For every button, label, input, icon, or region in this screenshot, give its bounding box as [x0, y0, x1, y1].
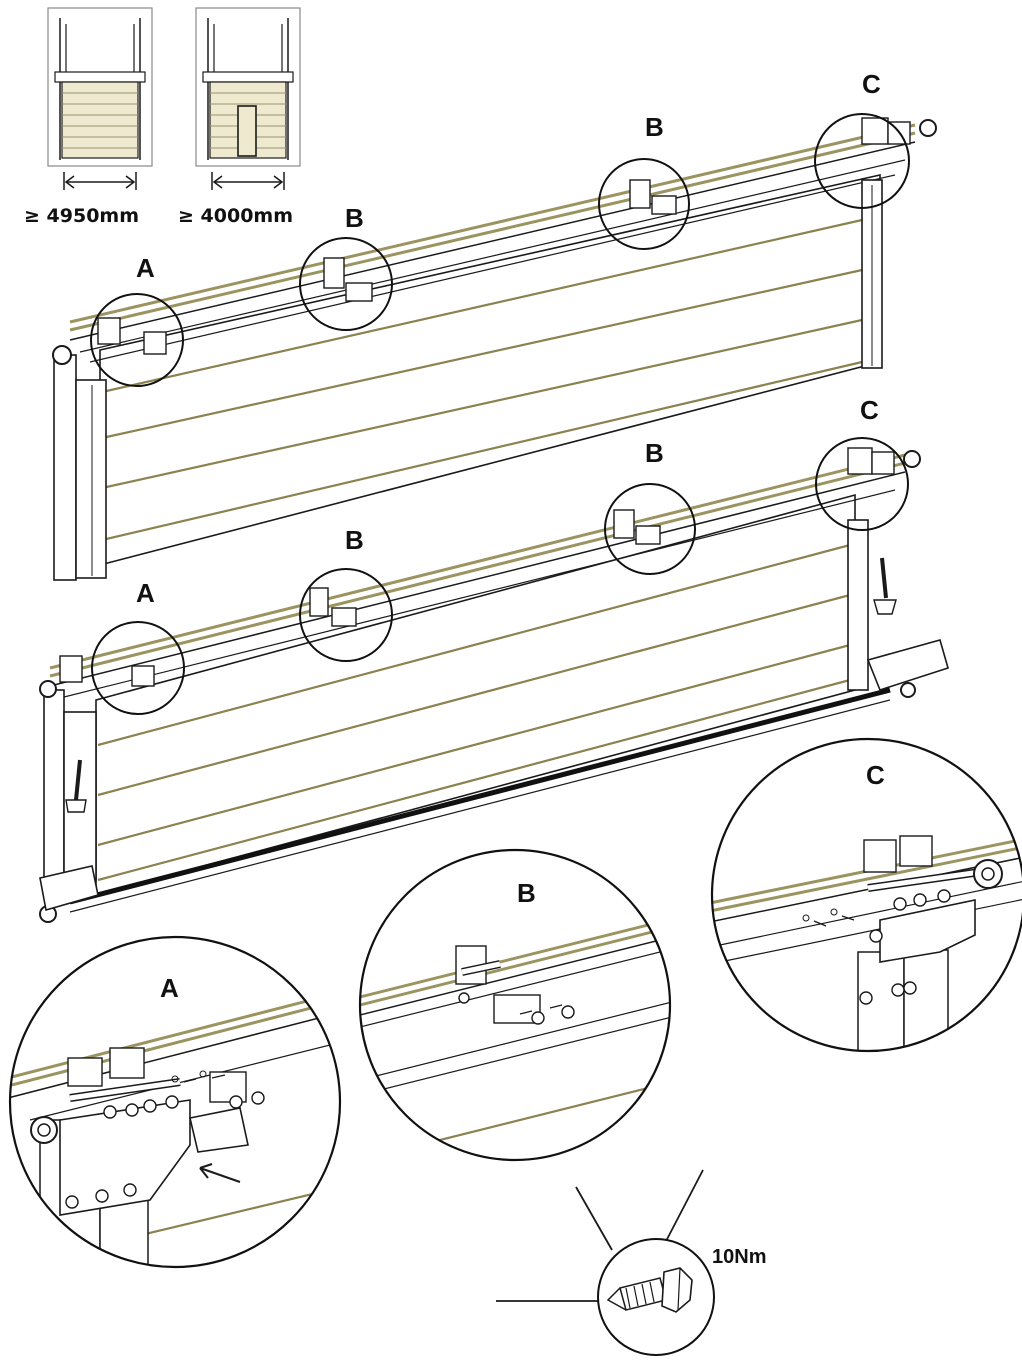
middle-zoom-circle-b1: [299, 568, 393, 662]
dimension-label-narrow: ≥ 4000mm: [178, 205, 293, 227]
top-door-assembly: [52, 113, 937, 581]
top-label-b2: B: [645, 112, 664, 142]
top-label-b1: B: [345, 203, 364, 233]
middle-zoom-circle-c: [815, 437, 909, 531]
detail-a: [8, 935, 342, 1269]
middle-label-b1: B: [345, 525, 364, 555]
top-label-a: A: [136, 253, 155, 283]
top-zoom-circle-a: [90, 293, 184, 387]
screw-callout: [496, 1169, 715, 1356]
top-zoom-circle-b2: [598, 158, 690, 250]
middle-door-assembly: [39, 437, 949, 923]
detail-a-label: A: [160, 973, 179, 1003]
middle-label-c: C: [860, 395, 879, 425]
middle-zoom-circle-b2: [604, 483, 696, 575]
middle-zoom-circle-a: [91, 621, 185, 715]
detail-b: [358, 848, 672, 1162]
torque-value: 10Nm: [712, 1246, 766, 1268]
detail-b-label: B: [517, 878, 536, 908]
thumbnail-door-wide: [47, 7, 153, 190]
detail-c: [710, 737, 1022, 1053]
dimension-label-wide: ≥ 4950mm: [24, 205, 139, 227]
detail-c-label: C: [866, 760, 885, 790]
thumbnail-door-with-pass-door: [195, 7, 301, 190]
top-zoom-circle-b1: [299, 237, 393, 331]
top-zoom-circle-c: [814, 113, 910, 209]
middle-label-b2: B: [645, 438, 664, 468]
self-tapping-screw-icon: [606, 1267, 693, 1313]
middle-label-a: A: [136, 578, 155, 608]
top-label-c: C: [862, 69, 881, 99]
